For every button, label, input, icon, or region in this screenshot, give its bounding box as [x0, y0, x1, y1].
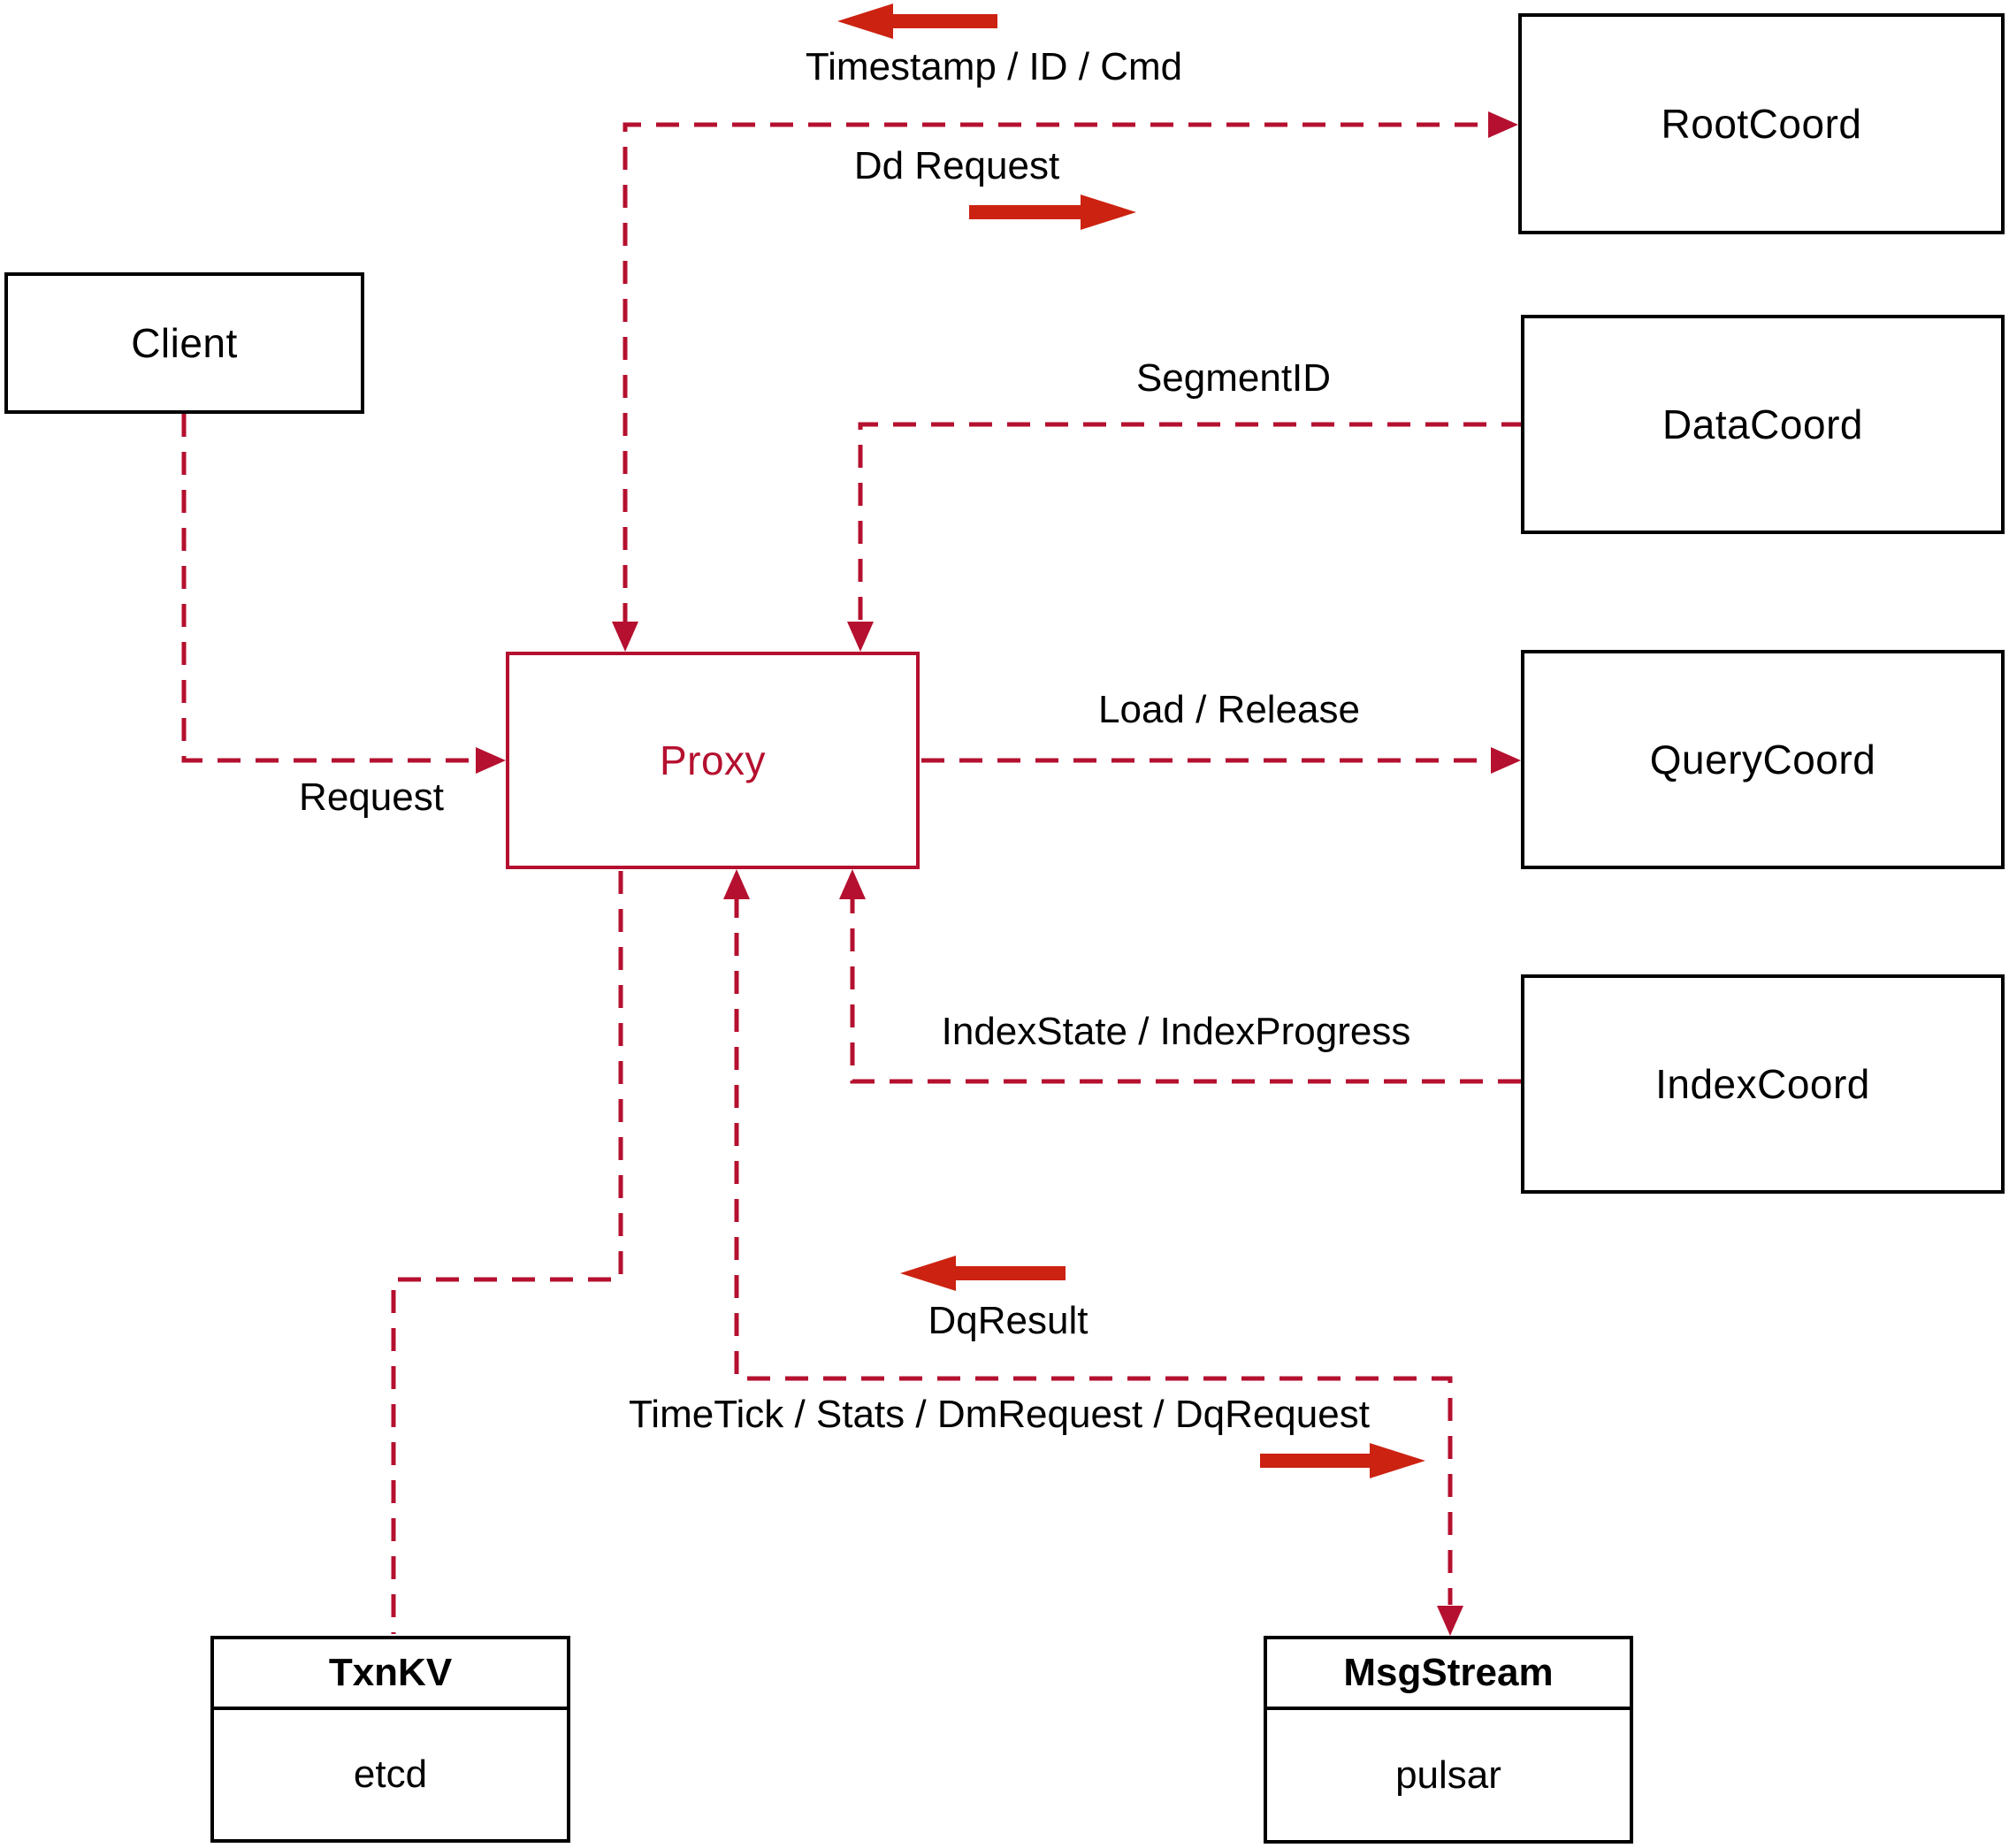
node-txnkv-title: TxnKV: [214, 1639, 567, 1710]
edge-proxy-to-msgstream: [734, 895, 1453, 1605]
edge-datacoord-to-proxy: [858, 422, 1524, 626]
node-msgstream: MsgStream pulsar: [1264, 1636, 1633, 1844]
edge-proxy-to-txnkv: [391, 871, 623, 1634]
arrowhead-into-querycoord: [1491, 747, 1521, 774]
edge-label-request: Request: [299, 775, 444, 819]
direction-arrow-dqresult-left: [900, 1256, 1066, 1291]
node-indexcoord-label: IndexCoord: [1655, 1061, 1870, 1107]
edge-label-timestamp-id-cmd: Timestamp / ID / Cmd: [805, 45, 1183, 88]
node-rootcoord-label: RootCoord: [1661, 101, 1862, 147]
arrowhead-into-rootcoord: [1488, 111, 1518, 138]
arrowhead-into-proxy-left: [476, 747, 506, 774]
node-client-label: Client: [131, 320, 238, 366]
node-indexcoord: IndexCoord: [1521, 974, 2005, 1194]
node-txnkv: TxnKV etcd: [210, 1636, 570, 1843]
direction-arrow-timestamp-left: [837, 4, 997, 39]
node-rootcoord: RootCoord: [1518, 13, 2005, 234]
arrowhead-into-proxy-bottom-right: [839, 869, 866, 899]
edge-label-segment-id: SegmentID: [1135, 356, 1332, 400]
arrowhead-into-proxy-bottom-left: [723, 869, 750, 899]
edge-proxy-to-rootcoord: [623, 122, 1487, 626]
edge-label-timetick: TimeTick / Stats / DmRequest / DqRequest: [629, 1393, 1370, 1436]
arrowhead-into-proxy-top-right: [847, 622, 874, 652]
node-txnkv-impl: etcd: [353, 1753, 428, 1796]
edge-label-dd-request: Dd Request: [853, 144, 1060, 187]
node-proxy: Proxy: [506, 652, 920, 869]
edge-client-to-proxy: [181, 414, 475, 763]
node-datacoord: DataCoord: [1521, 315, 2005, 534]
node-datacoord-label: DataCoord: [1662, 401, 1863, 447]
edge-indexcoord-to-proxy: [850, 895, 1521, 1084]
arrowhead-into-proxy-top-left: [612, 622, 638, 652]
edge-label-dq-result: DqResult: [928, 1299, 1089, 1342]
node-msgstream-title: MsgStream: [1267, 1639, 1630, 1710]
edge-label-load-release: Load / Release: [1098, 688, 1360, 731]
node-proxy-label: Proxy: [659, 737, 767, 783]
node-msgstream-impl: pulsar: [1395, 1753, 1501, 1797]
node-querycoord: QueryCoord: [1521, 650, 2005, 869]
direction-arrow-timetick-right: [1260, 1443, 1425, 1478]
edge-label-index-state: IndexState / IndexProgress: [941, 1010, 1411, 1053]
node-client: Client: [4, 272, 364, 414]
direction-arrow-ddrequest-right: [969, 195, 1136, 230]
arrowhead-into-msgstream: [1437, 1606, 1463, 1636]
node-querycoord-label: QueryCoord: [1649, 737, 1876, 783]
